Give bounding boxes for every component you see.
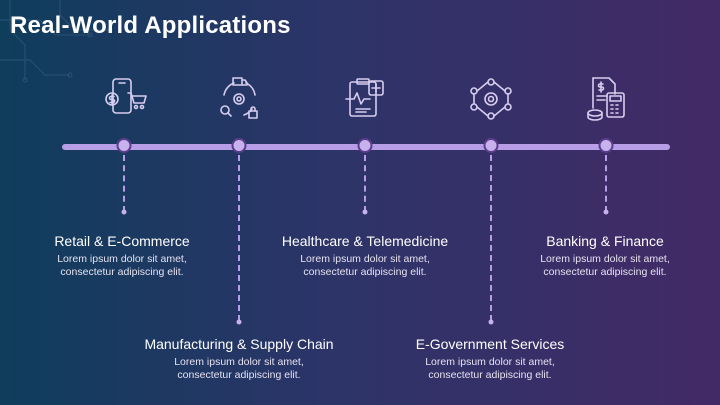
- timeline-node-manufacturing: [231, 138, 247, 153]
- connector-end-dot: [488, 319, 494, 325]
- milestone-card-egovernment: E-Government Services Lorem ipsum dolor …: [370, 335, 610, 382]
- milestone-card-banking: Banking & Finance Lorem ipsum dolor sit …: [485, 232, 720, 279]
- description-line: consectetur adipiscing elit.: [303, 266, 427, 278]
- connector-end-dot: [236, 319, 242, 325]
- timeline-node-banking: [598, 138, 614, 153]
- description-line: Lorem ipsum dolor sit amet,: [174, 356, 304, 368]
- connector-retail: [123, 155, 125, 212]
- timeline-node-healthcare: [357, 138, 373, 153]
- milestone-description: Lorem ipsum dolor sit amet, consectetur …: [370, 356, 610, 382]
- connector-healthcare: [364, 155, 366, 212]
- description-line: Lorem ipsum dolor sit amet,: [300, 253, 430, 265]
- description-line: Lorem ipsum dolor sit amet,: [57, 253, 187, 265]
- network-gear-icon: [468, 75, 514, 125]
- truck-gear-cycle-icon: [216, 75, 262, 125]
- connector-end-dot: [362, 209, 368, 215]
- milestone-title: Retail & E-Commerce: [54, 233, 190, 249]
- connector-banking: [605, 155, 607, 212]
- calculator-invoice-coins-icon: [583, 75, 629, 125]
- description-line: Lorem ipsum dolor sit amet,: [425, 356, 555, 368]
- smartphone-shopping-cart-icon: [101, 75, 147, 125]
- connector-manufacturing: [238, 155, 240, 321]
- connector-egovernment: [490, 155, 492, 321]
- connector-end-dot: [121, 209, 127, 215]
- page-title: Real-World Applications: [10, 12, 291, 39]
- description-line: Lorem ipsum dolor sit amet,: [540, 253, 670, 265]
- connector-end-dot: [603, 209, 609, 215]
- milestone-card-retail: Retail & E-Commerce Lorem ipsum dolor si…: [2, 232, 242, 279]
- milestone-title: Banking & Finance: [546, 233, 664, 249]
- milestone-description: Lorem ipsum dolor sit amet, consectetur …: [2, 253, 242, 279]
- milestone-description: Lorem ipsum dolor sit amet, consectetur …: [119, 356, 359, 382]
- description-line: consectetur adipiscing elit.: [177, 369, 301, 381]
- medical-report-heartbeat-icon: [342, 75, 388, 125]
- milestone-description: Lorem ipsum dolor sit amet, consectetur …: [245, 253, 485, 279]
- description-line: consectetur adipiscing elit.: [543, 266, 667, 278]
- timeline-node-retail: [116, 138, 132, 153]
- milestone-description: Lorem ipsum dolor sit amet, consectetur …: [485, 253, 720, 279]
- milestone-card-manufacturing: Manufacturing & Supply Chain Lorem ipsum…: [119, 335, 359, 382]
- milestone-card-healthcare: Healthcare & Telemedicine Lorem ipsum do…: [245, 232, 485, 279]
- circuit-pattern-decoration: [0, 0, 113, 83]
- description-line: consectetur adipiscing elit.: [60, 266, 184, 278]
- milestone-title: E-Government Services: [415, 336, 565, 352]
- description-line: consectetur adipiscing elit.: [428, 369, 552, 381]
- timeline-node-egovernment: [483, 138, 499, 153]
- milestone-title: Manufacturing & Supply Chain: [144, 336, 334, 352]
- milestone-title: Healthcare & Telemedicine: [281, 233, 449, 249]
